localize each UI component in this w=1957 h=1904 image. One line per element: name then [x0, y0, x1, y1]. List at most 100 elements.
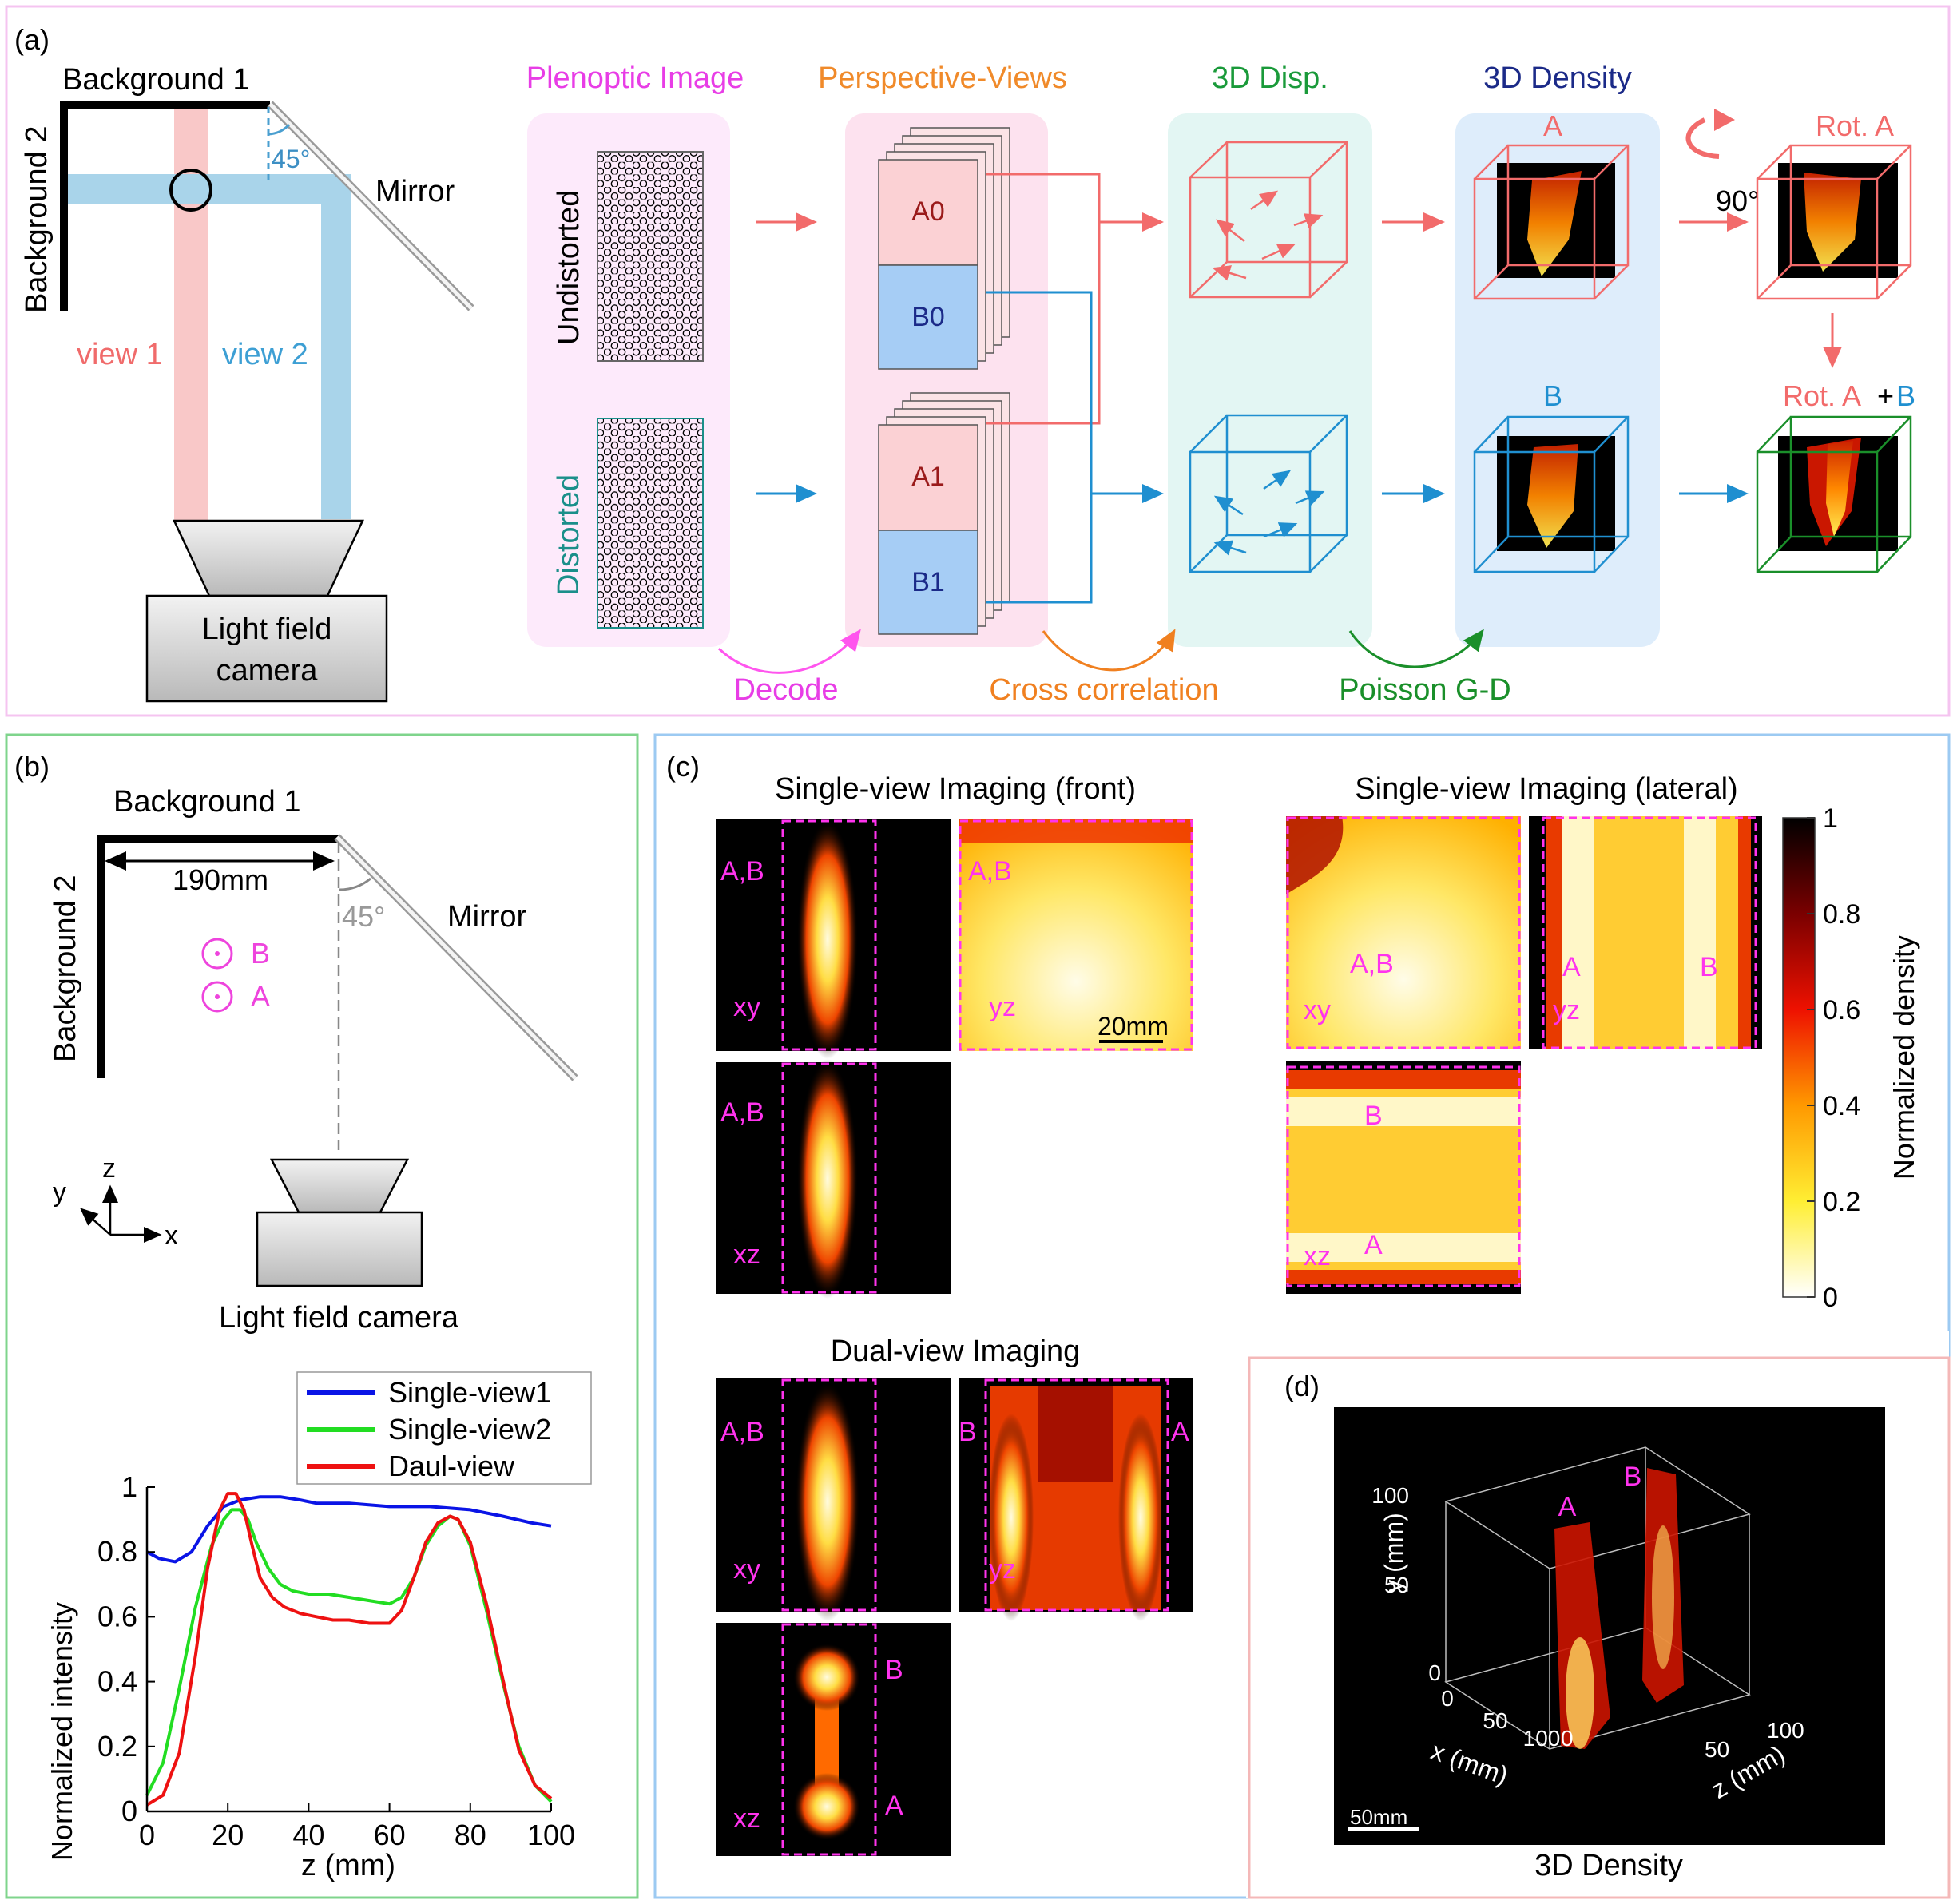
background2-label-b: Background 2	[49, 875, 82, 1063]
lateral-xz-b: B	[1364, 1101, 1383, 1131]
panel-c-tag: (c)	[666, 750, 700, 783]
rot-ab-label-b: B	[1896, 379, 1915, 412]
distance-label: 190mm	[173, 863, 268, 896]
mirror-b	[335, 835, 577, 1080]
axis-y-label: y	[53, 1177, 66, 1208]
panel-a-tag: (a)	[14, 23, 50, 56]
dual-xz-tag: xz	[733, 1803, 760, 1834]
view-b0: B0	[911, 302, 945, 332]
legend-label-1: Single-view1	[388, 1376, 551, 1409]
colorbar-tick-label: 0.6	[1823, 995, 1860, 1025]
rotation-angle: 90°	[1716, 184, 1759, 217]
colorbar-tick-label: 1	[1823, 803, 1838, 834]
panel-a: (a) Background 1 Background 2 45° Mirror…	[5, 5, 1951, 717]
render-label-a: A	[1558, 1492, 1577, 1522]
camera-body	[145, 594, 388, 703]
y-tick-50: 50	[1384, 1573, 1409, 1597]
front-xy: A,B xy	[716, 819, 951, 1059]
camera-label-b: Light field camera	[219, 1301, 459, 1335]
dual-xz-a: A	[885, 1791, 903, 1821]
chart-xlabel: z (mm)	[301, 1849, 395, 1882]
stage-title-density: 3D Density	[1483, 61, 1632, 95]
title-front: Single-view Imaging (front)	[775, 772, 1136, 806]
lateral-xy-tag: xy	[1304, 995, 1331, 1025]
x-tick-100: 100	[1523, 1726, 1561, 1751]
front-scalebar: 20mm	[1098, 1012, 1169, 1041]
camera-label-2: camera	[216, 654, 319, 688]
view1-label: view 1	[77, 338, 163, 371]
panel-b: (b) Background 1 Background 2 190mm 45° …	[5, 733, 639, 1899]
density-label-b: B	[1543, 379, 1562, 412]
front-yz-ab: A,B	[968, 856, 1012, 887]
rotated-cube-ab	[1756, 415, 1912, 573]
chart-series-line-1	[146, 1495, 552, 1564]
front-xz-ab: A,B	[720, 1097, 764, 1128]
lateral-xz-tag: xz	[1304, 1241, 1331, 1271]
z-tick-100: 100	[1767, 1718, 1804, 1743]
camera-lens	[173, 519, 364, 597]
chart-x-tick-label: 100	[527, 1819, 575, 1851]
chart-y-tick-label: 0	[121, 1795, 137, 1827]
render-scalebar: 50mm	[1350, 1805, 1407, 1829]
colorbar: 10.80.60.40.20 Normalized density	[1782, 803, 1920, 1313]
lateral-xz: B A xz	[1286, 1061, 1521, 1294]
dual-yz: B A yz	[959, 1378, 1193, 1621]
step-poisson: Poisson G-D	[1339, 673, 1510, 707]
row-label-distorted: Distorted	[552, 474, 586, 596]
background1-label: Background 1	[62, 63, 250, 97]
chart-x-tick-label: 0	[139, 1819, 155, 1851]
legend-label-3: Daul-view	[388, 1450, 515, 1482]
front-yz-tag: yz	[989, 992, 1016, 1022]
view-a1: A1	[911, 462, 945, 492]
front-xy-ab: A,B	[720, 856, 764, 887]
background-wall-b	[97, 835, 339, 1078]
colorbar-tick-label: 0.4	[1823, 1091, 1860, 1121]
lateral-xz-a: A	[1364, 1230, 1383, 1260]
stage-title-disp: 3D Disp.	[1212, 61, 1328, 95]
density-cube-a: A	[1473, 109, 1630, 300]
sample-marker	[169, 169, 212, 212]
legend-label-2: Single-view2	[388, 1413, 551, 1446]
stage-bg-disp	[1168, 113, 1372, 647]
lateral-yz: A B yz	[1529, 816, 1762, 1049]
chart-x-tick-label: 40	[292, 1819, 324, 1851]
colorbar-tick-label: 0	[1823, 1283, 1838, 1313]
point-b-marker	[201, 938, 233, 970]
x-tick-50: 50	[1483, 1708, 1507, 1733]
disp-cube-top	[1189, 141, 1348, 299]
axis-x-label: x	[165, 1220, 178, 1251]
view-a0: A0	[911, 196, 945, 227]
dual-xz: B A xz	[716, 1623, 951, 1856]
z-tick-50: 50	[1705, 1737, 1729, 1762]
x-tick-0: 0	[1441, 1686, 1454, 1711]
setup-schematic-a: Background 1 Background 2 45° Mirror vie…	[20, 63, 474, 703]
disp-cube-bottom	[1189, 414, 1348, 573]
rot-ab-label: Rot. A + B	[1783, 379, 1915, 412]
stage-title-plenoptic: Plenoptic Image	[526, 61, 744, 95]
dual-xy: A,B xy	[716, 1378, 951, 1621]
chart-y-tick-label: 0.8	[97, 1535, 137, 1568]
chart-y-tick-label: 0.2	[97, 1730, 137, 1763]
density-cube-b: B	[1473, 379, 1630, 573]
colorbar-tick-label: 0.8	[1823, 899, 1860, 930]
chart-series-line-3	[145, 1492, 553, 1807]
chart-y-tick-label: 1	[121, 1470, 137, 1503]
camera-body-b	[256, 1211, 423, 1287]
chart-ylabel: Normalized intensity	[46, 1602, 78, 1861]
panel-c: (c) Single-view Imaging (front) Single-v…	[653, 733, 1951, 1899]
mirror-label-b: Mirror	[447, 900, 527, 934]
z-tick-0: 0	[1561, 1726, 1574, 1751]
row-label-undistorted: Undistorted	[552, 190, 586, 345]
render-label-b: B	[1624, 1462, 1642, 1492]
panel-d: (d) A B 100 50 0 0 50 100 0 50 100 y (mm…	[1248, 1356, 1951, 1899]
point-b-label: B	[251, 937, 270, 970]
chart-y-tick-label: 0.6	[97, 1600, 137, 1632]
render-3d	[1334, 1407, 1885, 1845]
point-a-label: A	[251, 980, 270, 1013]
view-stack-top: A0 B0	[878, 127, 1010, 370]
background-wall	[60, 101, 270, 311]
background2-label: Background 2	[20, 126, 54, 314]
panel-b-tag: (b)	[14, 750, 50, 783]
